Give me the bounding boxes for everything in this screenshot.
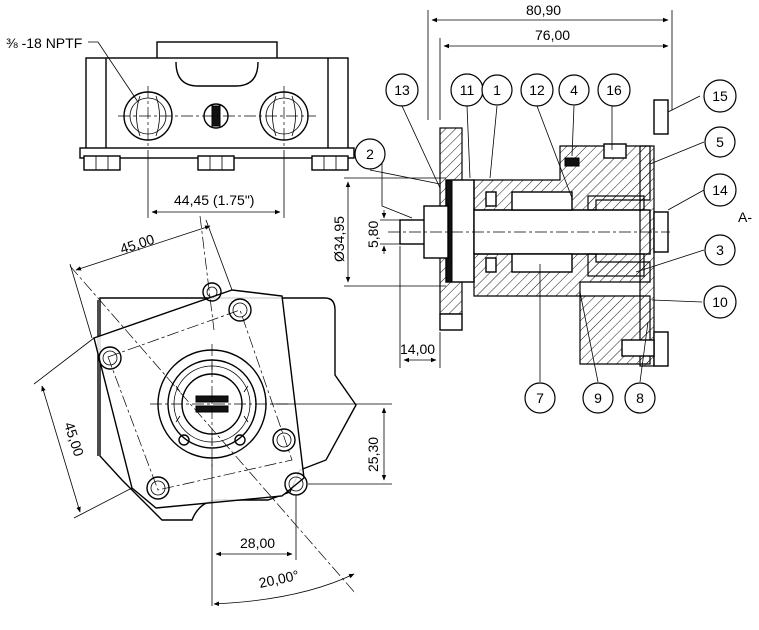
- balloon-number: 8: [636, 390, 644, 406]
- balloon-2: 2: [354, 138, 386, 170]
- balloon-number: 16: [606, 82, 622, 98]
- mount-hole-b-icon: [284, 472, 308, 496]
- balloon-12: 12: [520, 73, 554, 107]
- balloon-number: 4: [570, 82, 578, 98]
- dim-horizontal-offset: 28,00: [240, 535, 275, 551]
- section-view: 80,90 76,00: [331, 2, 752, 368]
- balloon-number: 2: [366, 146, 374, 162]
- dim-vertical-offset: 25,30: [365, 437, 381, 472]
- balloon-number: 10: [712, 294, 728, 310]
- front-view: 45,00 45,00 25,30 28,00 20,00°: [33, 215, 392, 607]
- balloon-1: 1: [481, 74, 513, 106]
- balloon-11: 11: [450, 73, 484, 107]
- balloon-number: 7: [536, 390, 544, 406]
- balloon-15: 15: [703, 79, 737, 113]
- mount-hole-tr-icon: [228, 298, 252, 322]
- dim-flange-width: 45,00: [118, 231, 156, 257]
- dim-overall-length: 80,90: [526, 2, 561, 18]
- top-view: ⅜ -18 NPTF 44,45 (1.75"): [6, 35, 355, 218]
- dim-body-length: 76,00: [535, 27, 570, 43]
- balloon-9: 9: [582, 382, 614, 414]
- section-label: A-: [738, 209, 752, 225]
- mount-hole-bl-icon: [146, 476, 170, 500]
- dim-flange-offset: 14,00: [400, 341, 435, 357]
- top-lug-icon: [202, 282, 222, 302]
- balloon-number: 11: [460, 82, 475, 98]
- balloon-10: 10: [703, 285, 737, 319]
- balloon-number: 13: [394, 82, 410, 98]
- thread-label: ⅜ -18 NPTF: [6, 35, 82, 51]
- balloon-7: 7: [524, 382, 556, 414]
- balloon-number: 9: [594, 390, 602, 406]
- balloon-5: 5: [704, 126, 736, 158]
- mount-hole-tl-icon: [98, 346, 122, 370]
- balloon-number: 5: [716, 134, 724, 150]
- balloon-4: 4: [558, 74, 590, 106]
- dim-shaft-diameter: Ø34,95: [331, 216, 347, 262]
- balloon-number: 3: [716, 242, 724, 258]
- balloon-16: 16: [597, 73, 631, 107]
- balloon-8: 8: [624, 382, 656, 414]
- balloon-13: 13: [385, 73, 419, 107]
- balloon-14: 14: [703, 173, 737, 207]
- balloon-number: 12: [529, 82, 545, 98]
- balloon-3: 3: [704, 234, 736, 266]
- balloon-number: 14: [712, 182, 728, 198]
- dim-port-spacing: 44,45 (1.75"): [174, 192, 254, 208]
- dim-rotation-angle: 20,00°: [257, 567, 300, 591]
- balloon-number: 1: [493, 82, 501, 98]
- dim-shaft-key: 5,80: [365, 221, 381, 248]
- mount-hole-br-icon: [272, 428, 296, 452]
- balloons: 13 11 1 12 4 16 15 5 14 3 10 2 7 9 8: [354, 73, 737, 414]
- balloon-number: 15: [712, 88, 728, 104]
- dim-flange-height: 45,00: [61, 420, 87, 458]
